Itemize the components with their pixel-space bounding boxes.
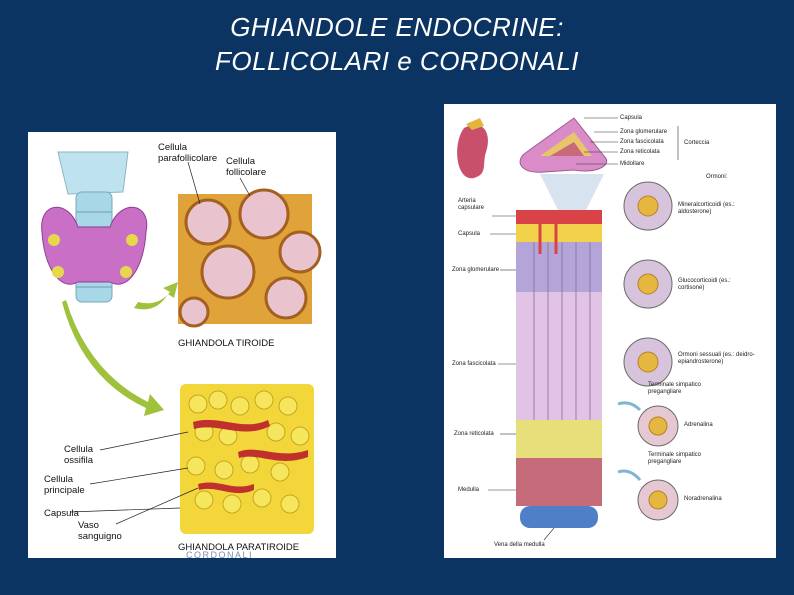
left-label-vena-medulla: Vena della medulla <box>494 542 545 548</box>
parathyroid-gland-shape <box>120 266 132 278</box>
top-label-zona-reticolata: Zona reticolata <box>620 149 660 155</box>
label-cellula-ossifila: Cellula ossifila <box>64 444 94 466</box>
right-label-terminale-2: Terminale simpatico pregangliare <box>648 452 702 465</box>
left-label-zona-reticolata: Zona reticolata <box>454 431 494 437</box>
arrow-to-tiroide <box>134 282 178 310</box>
larynx-shape <box>57 151 129 195</box>
right-label-mineralcorticoidi: Mineralcorticoidi (es.: aldosterone) <box>678 202 735 215</box>
label-cellula-parafollicolare: Cellula parafollicolare <box>158 142 218 164</box>
label-cellula-principale: Cellula principale <box>44 474 85 496</box>
label-ghiandola-tiroide: GHIANDOLA TIROIDE <box>178 338 275 349</box>
artery-capsular <box>516 210 602 224</box>
zona-glomerulare-column <box>516 242 602 292</box>
zona-reticolata-column <box>516 420 602 458</box>
left-label-zona-glomerulare: Zona glomerulare <box>452 267 500 273</box>
top-label-zona-fascicolata: Zona fascicolata <box>620 139 664 145</box>
vena-medulla <box>520 506 598 528</box>
parathyroid-gland-shape <box>48 234 60 246</box>
label-vaso-sanguigno: Vaso sanguigno <box>78 520 122 542</box>
right-label-terminale-1: Terminale simpatico pregangliare <box>648 382 702 395</box>
right-label-ormoni-sessuali: Ormoni sessuali (es.: deidro- epiandrost… <box>678 352 755 365</box>
adrenal-illustration-panel: Capsula Zona glomerulare Zona fascicolat… <box>444 104 776 558</box>
footer-cordonali: CORDONALI <box>186 550 254 560</box>
medulla-column <box>516 458 602 506</box>
top-label-zona-glomerulare: Zona glomerulare <box>620 129 668 135</box>
left-label-capsula: Capsula <box>458 231 481 237</box>
zona-fascicolata-column <box>516 292 602 420</box>
top-label-midollare: Midollare <box>620 161 645 167</box>
slide-title: GHIANDOLE ENDOCRINE: FOLLICOLARI e CORDO… <box>0 10 794 78</box>
section-funnel <box>540 174 604 214</box>
label-capsula: Capsula <box>44 508 79 519</box>
thyroid-illustration-panel: Cellula parafollicolare Cellula follicol… <box>28 132 336 558</box>
thyroid-illustration <box>41 151 322 534</box>
right-label-ormoni: Ormoni: <box>706 174 728 180</box>
right-label-noradrenalina: Noradrenalina <box>684 496 722 502</box>
label-ghiandola-paratiroide: GHIANDOLA PARATIROIDE <box>178 542 300 553</box>
arrow-to-paratiroide <box>62 300 164 416</box>
right-label-adrenalina: Adrenalina <box>684 422 713 428</box>
parathyroid-gland-shape <box>126 234 138 246</box>
parathyroid-gland-shape <box>52 266 64 278</box>
right-label-glucocorticoidi: Glucocorticoidi (es.: cortisone) <box>678 278 731 291</box>
left-label-zona-fascicolata: Zona fascicolata <box>452 361 496 367</box>
label-cellula-follicolare: Cellula follicolare <box>226 156 267 178</box>
top-label-capsula: Capsula <box>620 115 643 121</box>
adrenal-illustration <box>457 117 679 541</box>
kidney-shape <box>457 124 488 179</box>
left-label-medulla: Medulla <box>458 487 480 493</box>
title-line-1: GHIANDOLE ENDOCRINE: <box>230 12 564 42</box>
thyroid-lobes-shape <box>41 206 148 285</box>
title-line-2: FOLLICOLARI e CORDONALI <box>214 46 580 76</box>
left-label-arteria-capsulare: Arteria capsulare <box>458 198 485 211</box>
top-label-corteccia: Corteccia <box>684 140 710 146</box>
